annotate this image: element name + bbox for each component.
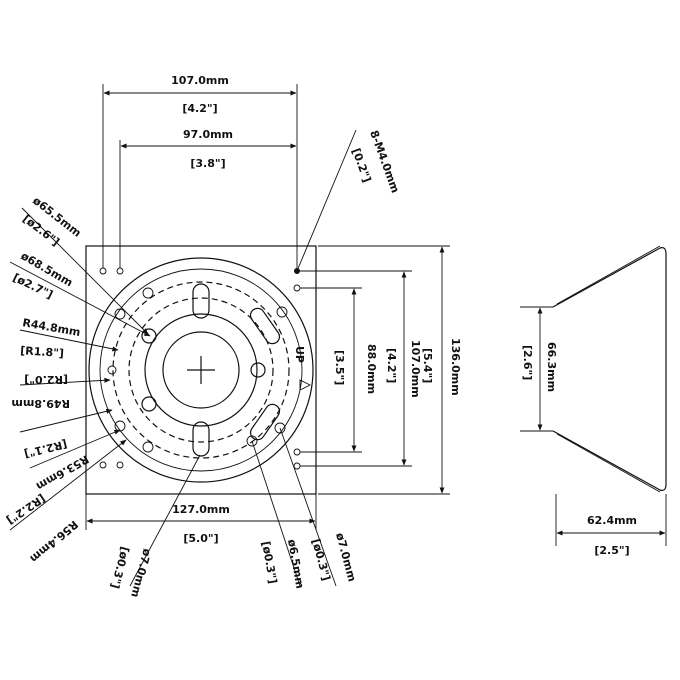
top-width-label: 107.0mm	[171, 74, 229, 87]
d7b-inch-label: [ø0.3"]	[309, 537, 333, 582]
h136-label: 136.0mm	[449, 338, 462, 396]
screw-leader	[296, 129, 357, 272]
screw-inch-label: [0.2"]	[349, 147, 373, 185]
side-height-label: 66.3mm	[545, 342, 558, 392]
h88-label: 88.0mm	[365, 344, 378, 394]
r564-label: R56.4mm	[27, 518, 80, 566]
top-dimension-lines	[102, 84, 298, 268]
h107-inch-label: [4.2"]	[385, 348, 398, 383]
r20-inch-label: [R2.0"]	[24, 373, 68, 386]
left-leaders	[9, 207, 151, 531]
top-width-inch-label: [4.2"]	[182, 102, 217, 115]
side-width-inch-label: [2.5"]	[594, 544, 629, 557]
d65-inch-label: [ø0.3"]	[259, 540, 279, 584]
d65-label: ø6.5mm	[285, 538, 306, 589]
plate-height-dimensions	[300, 245, 450, 495]
side-width-label: 62.4mm	[587, 514, 637, 527]
h136-inch-label: [5.4"]	[421, 348, 434, 383]
h107-label: 107.0mm	[409, 340, 422, 398]
r448-label: R44.8mm	[21, 316, 81, 339]
bottom-width-inch-label: [5.0"]	[183, 532, 218, 545]
circular-flange	[88, 257, 314, 483]
side-height-inch-label: [2.6"]	[521, 345, 534, 380]
r22-inch-label: [R2.2"]	[4, 492, 48, 527]
r448-inch-label: [R1.8"]	[20, 344, 65, 360]
hole-leaders	[129, 427, 337, 587]
bottom-width-label: 127.0mm	[172, 503, 230, 516]
inner-width-label: 97.0mm	[183, 128, 233, 141]
up-label: UP	[293, 346, 306, 363]
side-bracket-view	[520, 245, 667, 546]
d7a-inch-label: [ø0.3"]	[108, 545, 132, 590]
r498-label: R49.8mm	[11, 397, 70, 410]
h88-inch-label: [3.5"]	[333, 350, 346, 385]
d7b-label: ø7.0mm	[333, 531, 358, 583]
inner-width-inch-label: [3.8"]	[190, 157, 225, 170]
d7a-label: ø7.0mm	[128, 547, 153, 599]
r21-inch-label: [R2.1"]	[23, 437, 69, 460]
r536-label: R53.6mm	[34, 452, 91, 493]
bottom-width-dimension	[85, 494, 317, 530]
screw-label: 8-M4.0mm	[367, 129, 402, 195]
